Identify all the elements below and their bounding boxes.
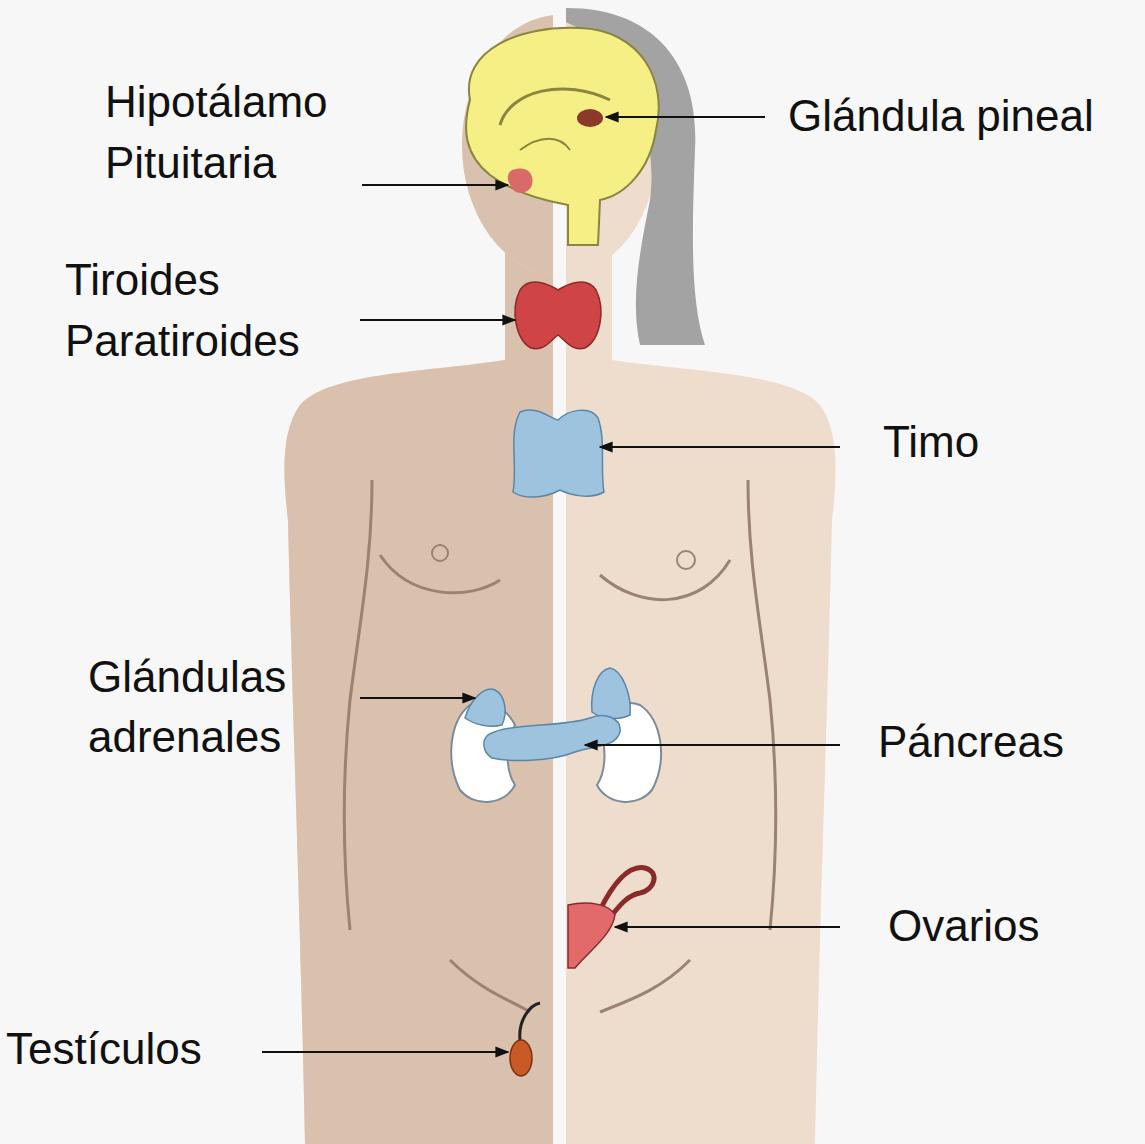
gland-label: Tiroides <box>65 250 220 310</box>
brain-shape <box>466 28 659 245</box>
gland-label: Páncreas <box>878 712 1064 772</box>
uterus-ovaries <box>568 868 654 968</box>
pancreas <box>484 716 620 761</box>
nipple <box>677 551 695 569</box>
gland-label: Timo <box>883 412 979 472</box>
adrenal-gland <box>465 689 505 726</box>
nipple <box>432 545 448 561</box>
testicle <box>510 1003 540 1076</box>
thyroid-gland <box>515 282 601 349</box>
gland-label: Hipotálamo <box>105 72 328 132</box>
pituitary-gland <box>508 168 533 193</box>
leader-line <box>585 744 840 746</box>
spermatic-cord <box>520 1003 540 1040</box>
uterus <box>568 903 615 968</box>
leader-line <box>360 319 515 321</box>
leader-line <box>262 1051 508 1053</box>
face-shade <box>462 15 556 275</box>
leader-lines <box>262 117 840 1052</box>
leader-line <box>360 697 475 699</box>
gland-label: Glándulas adrenales <box>88 647 348 767</box>
brain-fold <box>520 139 570 150</box>
kidneys <box>451 668 661 802</box>
torso-shade <box>284 240 556 1144</box>
gland-label: Paratiroides <box>65 311 300 371</box>
leader-line <box>615 926 840 928</box>
gland-label: Glándula pineal <box>788 86 1094 146</box>
pineal-gland <box>577 109 603 127</box>
gland-label: Testículos <box>6 1019 202 1079</box>
gland-label: Pituitaria <box>105 133 276 193</box>
thymus-gland <box>513 410 604 497</box>
gland-label: Ovarios <box>888 896 1040 956</box>
brain <box>466 28 659 245</box>
adrenal-gland <box>592 668 631 718</box>
leader-line <box>600 446 840 448</box>
leader-line <box>362 184 508 186</box>
leader-line <box>606 116 765 118</box>
testicle-shape <box>510 1040 532 1076</box>
